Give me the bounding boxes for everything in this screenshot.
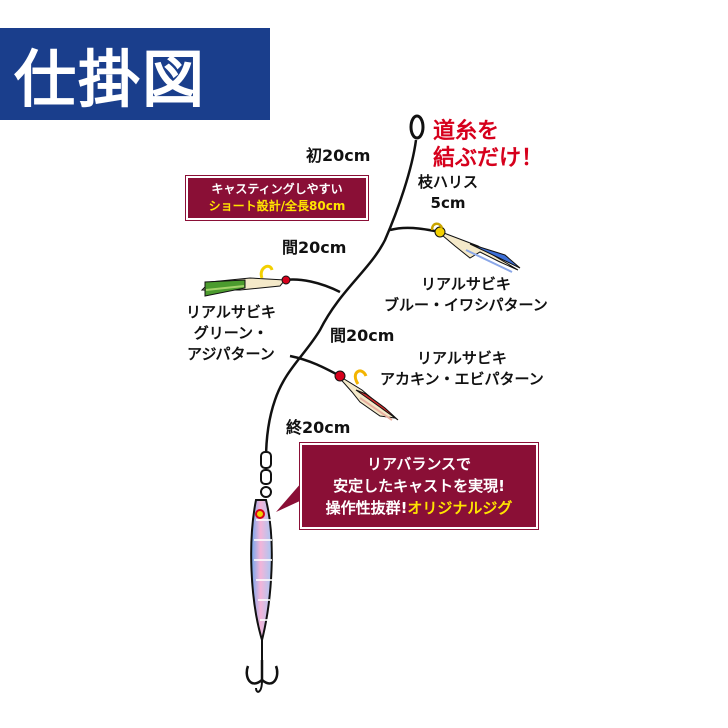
balance-line-3: 操作性抜群!オリジナルジグ [325,499,513,517]
length-gap-2: 間20cm [330,326,395,345]
branch-harris-label: 枝ハリス 5cm [418,173,479,212]
treble-hook-icon [245,660,279,693]
sabiki-lure-blue-icon [430,222,521,273]
page-title: 仕掛図 [14,43,207,116]
title-banner: 仕掛図 [0,28,270,120]
main-line-note: 道糸を 結ぶだけ！ [433,118,543,172]
balance-line-1: リアバランスで [366,455,472,473]
length-last: 終20cm [286,418,351,437]
note-line-1: 道糸を [433,119,500,144]
lure-label-red: リアルサビキ アカキン・エビパターン [380,349,544,388]
callout-pointer [276,482,302,512]
branch-green [284,278,341,294]
sabiki-lure-red-icon [334,369,399,421]
balance-callout: リアバランスで 安定したキャストを実現! 操作性抜群!オリジナルジグ [300,443,538,529]
casting-line-1: キャスティングしやすい [211,182,343,196]
metal-jig-icon [250,499,273,660]
length-first: 初20cm [306,146,371,165]
casting-callout: キャスティングしやすい ショート設計/全長80cm [186,176,368,220]
swivel-icon [260,451,272,498]
length-gap-1: 間20cm [282,238,347,257]
casting-line-2: ショート設計/全長80cm [208,199,346,213]
lure-label-green: リアルサビキ グリーン・ アジパターン [186,303,276,363]
sabiki-lure-green-icon [200,264,291,297]
balance-line-2: 安定したキャストを実現! [333,477,505,495]
lure-label-blue: リアルサビキ ブルー・イワシパターン [384,275,548,314]
snap-swivel-icon [409,114,425,140]
note-line-2: 結ぶだけ！ [433,146,544,171]
